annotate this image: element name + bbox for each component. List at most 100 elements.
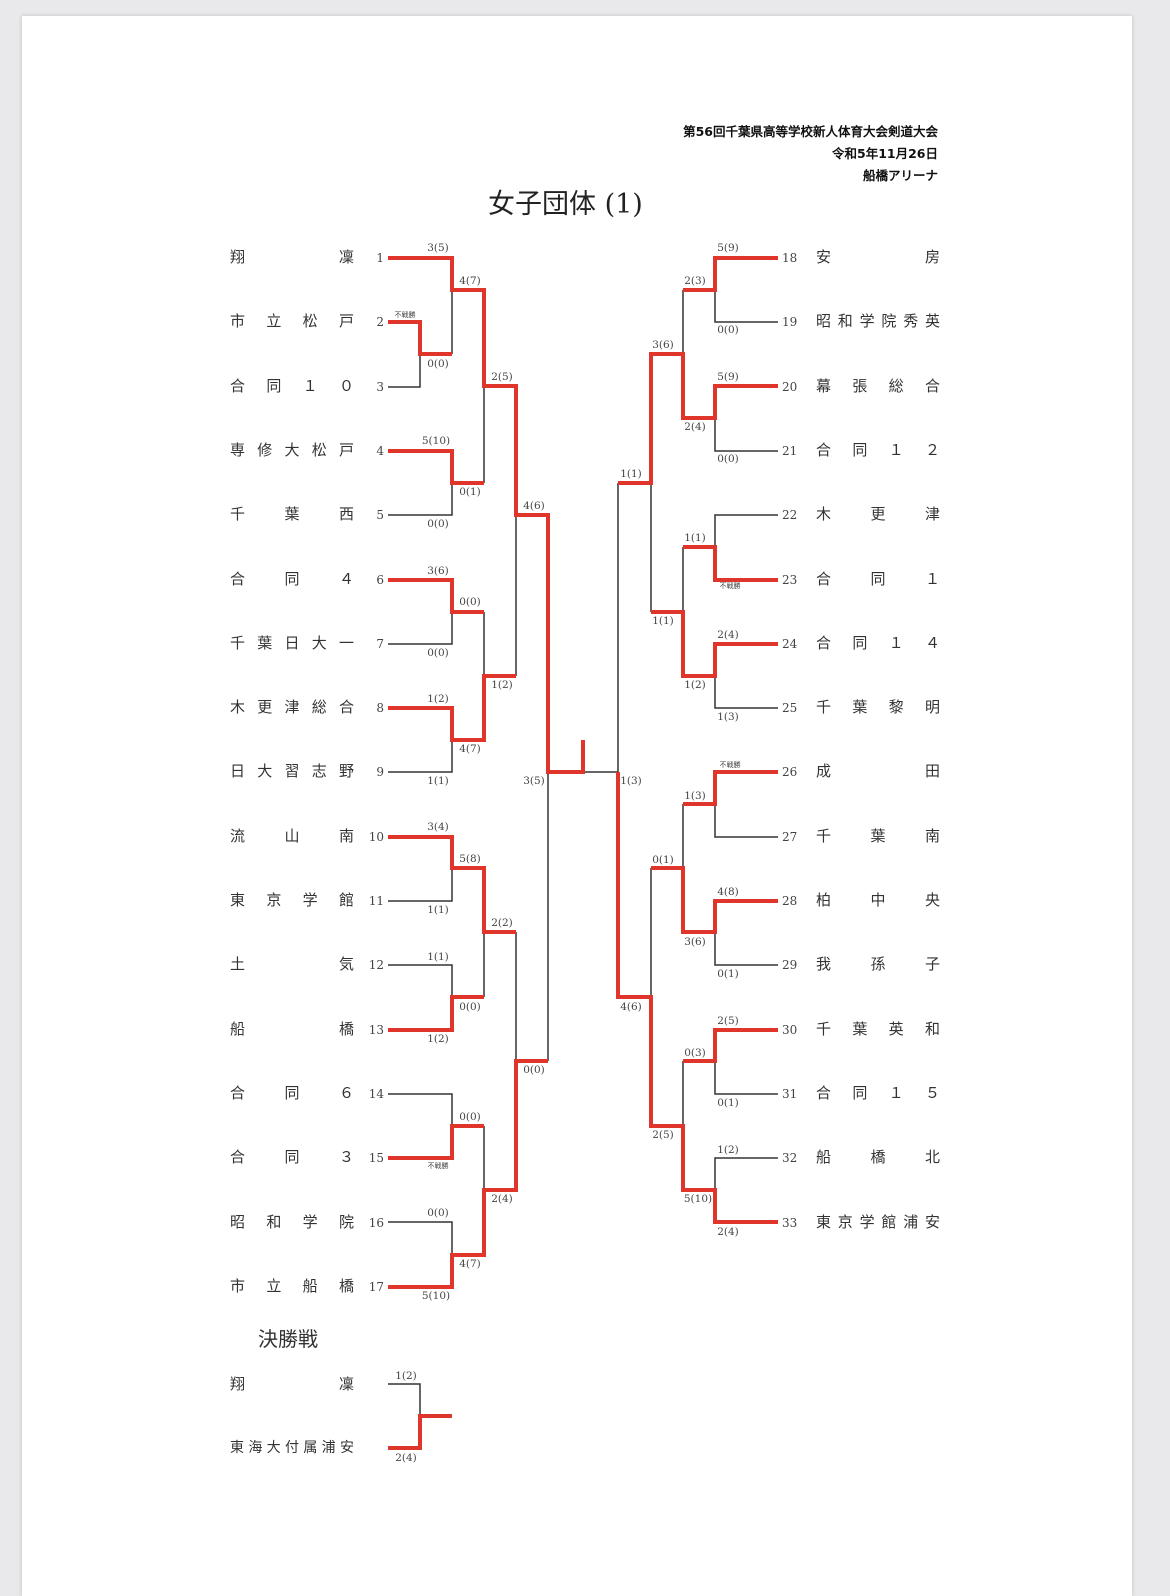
team-number: 26 <box>782 765 798 779</box>
match-score: 0(1) <box>717 1097 739 1109</box>
team-number: 15 <box>368 1151 384 1165</box>
match-score: 0(0) <box>717 453 739 465</box>
match-score: 0(0) <box>459 1001 481 1013</box>
team-name: 千葉南 <box>816 827 940 845</box>
match-score: 0(0) <box>717 324 739 336</box>
match-score: 1(2) <box>427 693 449 705</box>
final-lines <box>388 1383 452 1450</box>
match-score: 4(8) <box>717 886 739 898</box>
team-name: 東京学館浦安 <box>816 1213 940 1231</box>
match-score: 4(7) <box>459 743 481 755</box>
team-number: 29 <box>782 958 798 972</box>
final-title: 決勝戦 <box>258 1327 318 1351</box>
team-number: 2 <box>376 315 384 329</box>
team-name: 木更津総合 <box>230 698 354 716</box>
match-score: 1(1) <box>652 615 674 627</box>
team-name: 柏中央 <box>816 891 940 909</box>
team-name: 我孫子 <box>816 955 940 973</box>
match-score: 0(0) <box>427 358 449 370</box>
final-score-2: 2(4) <box>395 1452 417 1464</box>
team-number: 1 <box>376 251 384 265</box>
match-score: 1(1) <box>620 468 642 480</box>
bracket-lines-left <box>388 256 618 1289</box>
team-number: 23 <box>782 573 798 587</box>
match-score: 4(6) <box>620 1001 642 1013</box>
team-number: 8 <box>376 701 384 715</box>
match-score: 3(6) <box>427 565 449 577</box>
team-number: 17 <box>368 1280 384 1294</box>
team-number: 10 <box>368 830 384 844</box>
match-score: 1(1) <box>427 775 449 787</box>
team-name: 千葉英和 <box>816 1020 940 1038</box>
match-score: 0(0) <box>459 1111 481 1123</box>
team-number: 9 <box>376 765 384 779</box>
match-score: 0(1) <box>652 854 674 866</box>
team-number: 33 <box>782 1216 798 1230</box>
team-name: 合同１０ <box>230 377 354 395</box>
match-score: 5(9) <box>717 371 739 383</box>
match-score: 4(7) <box>459 275 481 287</box>
team-name: 船橋 <box>230 1020 354 1038</box>
team-number: 28 <box>782 894 798 908</box>
team-name: 千葉日大一 <box>230 634 354 652</box>
team-number: 20 <box>782 380 798 394</box>
match-score: 1(2) <box>491 679 513 691</box>
team-number: 27 <box>782 830 798 844</box>
match-score: 2(4) <box>717 1226 739 1238</box>
match-score: 0(1) <box>459 486 481 498</box>
match-score: 不戦勝 <box>428 1161 449 1170</box>
team-name: 合同３ <box>230 1148 354 1166</box>
team-name: 木更津 <box>816 505 940 523</box>
team-number: 32 <box>782 1151 798 1165</box>
event-date: 令和5年11月26日 <box>832 146 938 161</box>
team-name: 専修大松戸 <box>230 441 354 459</box>
team-number: 31 <box>782 1087 798 1101</box>
match-score: 1(3) <box>684 790 706 802</box>
document-page <box>22 16 1132 1596</box>
team-number: 13 <box>368 1023 384 1037</box>
match-score: 1(1) <box>427 951 449 963</box>
match-score: 5(10) <box>422 435 450 447</box>
match-score: 0(1) <box>717 968 739 980</box>
match-score: 0(0) <box>523 1064 545 1076</box>
bracket-lines-right <box>616 256 778 1224</box>
team-name: 土気 <box>230 955 354 973</box>
team-number: 25 <box>782 701 798 715</box>
match-score: 1(2) <box>427 1033 449 1045</box>
team-name: 合同１ <box>816 570 940 588</box>
team-number: 30 <box>782 1023 798 1037</box>
match-score: 2(5) <box>491 371 513 383</box>
match-score: 2(5) <box>717 1015 739 1027</box>
team-name: 千葉黎明 <box>816 698 940 716</box>
team-name: 幕張総合 <box>816 377 940 395</box>
team-name: 日大習志野 <box>230 762 354 780</box>
match-score: 不戦勝 <box>720 760 741 769</box>
match-score: 0(0) <box>427 647 449 659</box>
match-score: 1(2) <box>717 1144 739 1156</box>
event-name: 第56回千葉県高等学校新人体育大会剣道大会 <box>683 124 938 139</box>
team-name: 成田 <box>816 762 940 780</box>
match-score: 1(1) <box>684 532 706 544</box>
match-score: 1(3) <box>717 711 739 723</box>
match-score: 4(7) <box>459 1258 481 1270</box>
match-score: 2(4) <box>491 1193 513 1205</box>
team-name: 東京学館 <box>230 891 354 909</box>
match-score: 5(10) <box>684 1193 712 1205</box>
team-number: 22 <box>782 508 798 522</box>
team-name: 翔凜 <box>230 248 354 266</box>
team-number: 6 <box>376 573 384 587</box>
team-number: 16 <box>368 1216 384 1230</box>
match-score: 0(0) <box>427 1207 449 1219</box>
team-number: 18 <box>782 251 798 265</box>
team-name: 合同１４ <box>816 634 940 652</box>
team-name: 合同６ <box>230 1084 354 1102</box>
team-name: 市立船橋 <box>230 1277 354 1295</box>
match-score: 不戦勝 <box>720 581 741 590</box>
match-score: 5(9) <box>717 242 739 254</box>
final-score-1: 1(2) <box>395 1370 417 1382</box>
team-name: 船橋北 <box>816 1148 940 1166</box>
final-team-1: 翔凜 <box>230 1375 354 1393</box>
team-number: 7 <box>376 637 384 651</box>
team-name: 合同１５ <box>816 1084 940 1102</box>
